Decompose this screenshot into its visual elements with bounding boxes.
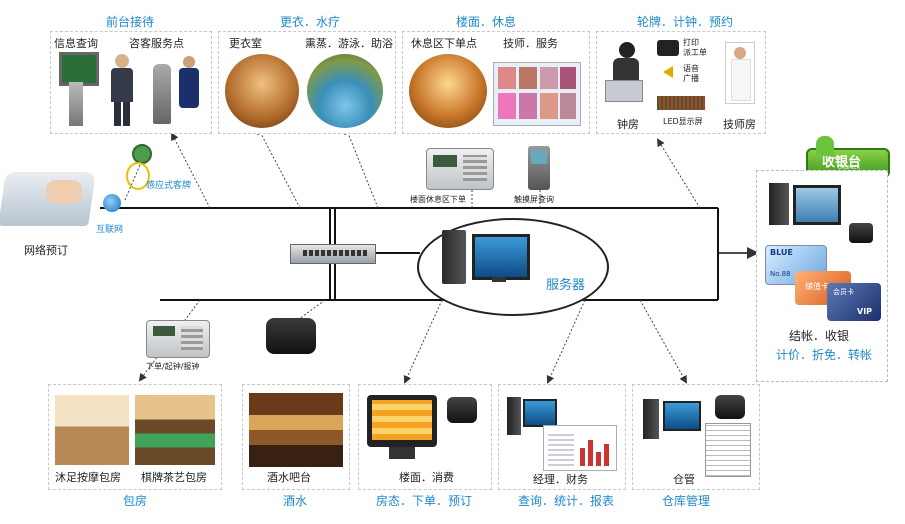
manager-monitor-icon xyxy=(523,399,557,427)
rest-area-photo xyxy=(409,54,487,128)
typing-hands-icon xyxy=(46,180,82,204)
label-clock-room: 钟房 xyxy=(617,118,639,131)
operator-head-icon xyxy=(619,42,635,58)
changing-room-photo xyxy=(225,54,299,128)
label-sauna-pool: 熏蒸．游泳．助浴 xyxy=(305,37,393,50)
label-manager-finance: 经理．财务 xyxy=(533,473,588,486)
sensor-card-icon xyxy=(132,144,152,164)
group-title-query: 查询．统计．报表 xyxy=(518,494,615,508)
kiosk-stand-icon xyxy=(69,82,83,126)
printer-icon xyxy=(657,40,679,56)
group-title-private-room: 包房 xyxy=(123,494,148,508)
hand-icon xyxy=(816,136,834,156)
group-box-query: 经理．财务 xyxy=(498,384,626,490)
manager-tower-icon xyxy=(507,397,521,435)
cashier-badge-label: 收银台 xyxy=(822,155,862,170)
laptop-icon xyxy=(605,80,643,102)
receipt-printer-icon xyxy=(266,318,316,354)
label-sensor-card: 感应式客牌 xyxy=(146,181,192,191)
kiosk-screen-icon xyxy=(59,52,99,86)
group-title-floor-rest: 楼面．休息 xyxy=(456,15,517,29)
label-greeter-point: 咨客服务点 xyxy=(129,37,184,50)
server-tower-icon xyxy=(442,230,466,284)
label-changing-room: 更衣室 xyxy=(229,37,262,50)
label-server: 服务器 xyxy=(546,278,586,293)
label-floor-terminal: 楼面休息区下单 xyxy=(410,195,466,204)
floor-order-terminal-icon xyxy=(426,148,494,190)
label-print-dispatch: 打印 派工单 xyxy=(683,38,707,57)
greeter-head-icon xyxy=(115,54,129,68)
label-touch-query: 触摸屏查询 xyxy=(514,195,554,204)
warehouse-monitor-icon xyxy=(663,401,701,431)
cashier-box: BLUE No.88 储值卡 会员卡 VIP 结帐．收银 xyxy=(756,170,888,382)
label-foot-massage-room: 沐足按摩包房 xyxy=(55,471,121,484)
label-online-booking: 网络预订 xyxy=(24,244,68,257)
foot-massage-room-photo xyxy=(55,395,129,465)
label-voice-broadcast: 语音 广播 xyxy=(683,64,699,83)
group-title-room-status: 房态．下单．预订 xyxy=(376,494,473,508)
group-title-warehouse: 仓库管理 xyxy=(662,494,711,508)
warehouse-tower-icon xyxy=(643,399,659,439)
speaker-icon xyxy=(663,66,673,78)
group-box-rotation: 钟房 打印 派工单 语音 广播 LED显示屏 技师房 xyxy=(596,31,766,134)
order-terminal-icon xyxy=(146,320,210,358)
label-bar-counter: 酒水吧台 xyxy=(267,471,311,484)
internet-icon xyxy=(103,194,121,212)
group-box-floor-rest: 休息区下单点 技师．服务 xyxy=(402,31,590,134)
technician-photo xyxy=(725,42,755,104)
greeter-body-icon xyxy=(111,68,133,102)
server-monitor-icon xyxy=(472,234,530,280)
group-box-drinks: 酒水吧台 xyxy=(242,384,350,490)
warehouse-printer-icon xyxy=(715,395,745,419)
label-pricing: 计价．折免．转帐 xyxy=(776,348,873,362)
group-box-front-desk: 信息查询 咨客服务点 xyxy=(50,31,212,134)
cashier-printer-icon xyxy=(849,223,873,243)
group-box-private-room: 沐足按摩包房 棋牌茶艺包房 xyxy=(48,384,222,490)
led-display-icon xyxy=(657,96,705,110)
group-title-front-desk: 前台接待 xyxy=(106,15,155,29)
attendant-head-icon xyxy=(183,56,195,68)
label-led-screen: LED显示屏 xyxy=(663,117,703,126)
group-title-drinks: 酒水 xyxy=(283,494,308,508)
report-chart-icon xyxy=(543,425,617,471)
label-info-query: 信息查询 xyxy=(54,37,98,50)
cashier-badge-sub: CASHIER xyxy=(838,165,860,171)
label-internet: 互联网 xyxy=(96,225,124,235)
label-order-terminal: 下单/起钟/报钟 xyxy=(146,362,200,371)
spa-pool-photo xyxy=(307,54,383,128)
network-switch-icon xyxy=(290,244,376,264)
label-floor-consumption: 楼面．消费 xyxy=(399,471,454,484)
group-box-warehouse: 仓管 xyxy=(632,384,760,490)
cashier-tower-icon xyxy=(769,183,789,225)
chess-tea-room-photo xyxy=(135,395,215,465)
group-title-changing: 更衣．水疗 xyxy=(280,15,341,29)
member-card: 会员卡 VIP xyxy=(827,283,881,321)
query-kiosk-icon xyxy=(153,64,171,124)
label-warehouse-keeper: 仓管 xyxy=(673,473,695,486)
pos-printer-icon xyxy=(447,397,477,423)
group-box-room-status: 楼面．消费 xyxy=(358,384,492,490)
pos-terminal-icon xyxy=(367,395,437,447)
label-checkout: 结帐．收银 xyxy=(789,329,850,343)
bar-counter-photo xyxy=(249,393,343,467)
cashier-monitor-icon xyxy=(793,185,841,225)
touch-query-kiosk-icon xyxy=(528,146,550,190)
label-rest-order-point: 休息区下单点 xyxy=(411,37,477,50)
group-title-rotation: 轮牌．计钟．预约 xyxy=(637,15,734,29)
label-chess-tea-room: 棋牌茶艺包房 xyxy=(141,471,207,484)
technician-screen-photo xyxy=(493,62,581,126)
group-box-changing: 更衣室 熏蒸．游泳．助浴 xyxy=(218,31,396,134)
attendant-body-icon xyxy=(179,68,199,108)
inventory-sheet-icon xyxy=(705,423,751,477)
wristband-icon xyxy=(126,162,150,190)
label-technician-room: 技师房 xyxy=(723,118,756,131)
label-technician-service: 技师．服务 xyxy=(503,37,558,50)
